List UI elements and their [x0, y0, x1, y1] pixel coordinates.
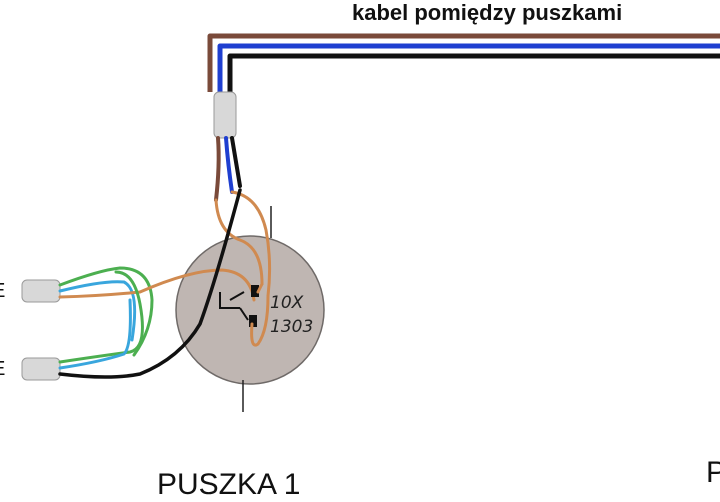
inter-box-cable: [207, 33, 720, 92]
copper-wires-top: [214, 190, 272, 298]
cable-wire-blue: [217, 43, 720, 92]
cable-sheath-top: [213, 91, 237, 139]
box-2-label-partial: P: [706, 456, 720, 489]
junction-box-1: [175, 235, 325, 385]
diagram-title: kabel pomiędzy puszkami: [352, 0, 623, 25]
copper-wires-to-terminals: [250, 282, 270, 347]
switch-marking-line1: 10X: [270, 293, 304, 313]
feed-label-2: E: [0, 358, 5, 381]
feed-cable-1: [21, 266, 256, 357]
feed-cable-2: [21, 188, 242, 381]
cable-wire-black: [227, 53, 720, 92]
feed-label-1: E: [0, 280, 5, 303]
cable-wire-brown: [207, 33, 720, 92]
top-sheath-wires: [214, 136, 242, 202]
switch-marking-line2: 1303: [270, 317, 313, 337]
box-1-label: PUSZKA 1: [157, 468, 301, 501]
